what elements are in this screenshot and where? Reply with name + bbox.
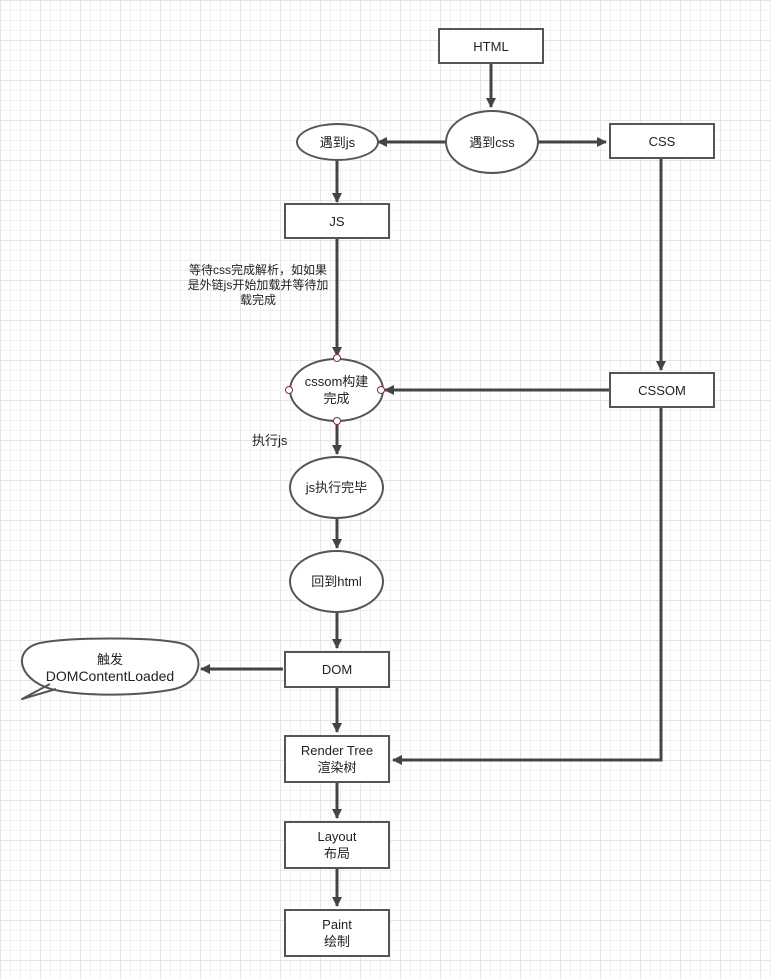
callout-line-1: 触发: [96, 652, 123, 667]
wait-note-line-3: 载完成: [239, 293, 276, 307]
node-cssom[interactable]: CSSOM: [609, 372, 715, 408]
wait-note: 等待css完成解析，如如果 是外链js开始加载并等待加 载完成: [160, 263, 356, 308]
node-js-done-label: js执行完毕: [305, 480, 368, 495]
node-layout-label-2: 布局: [323, 846, 350, 861]
node-back-html-label: 回到html: [311, 574, 362, 589]
port-bottom[interactable]: [333, 417, 341, 425]
exec-js-label: 执行js: [252, 433, 288, 448]
node-cssom-done-label-1: cssom构建: [304, 374, 369, 389]
node-html[interactable]: HTML: [438, 28, 544, 64]
wait-note-line-2: 是外链js开始加载并等待加: [187, 278, 329, 292]
node-css[interactable]: CSS: [609, 123, 715, 159]
port-left[interactable]: [285, 386, 293, 394]
callout-text: 触发 DOMContentLoaded: [30, 651, 190, 685]
node-dom[interactable]: DOM: [284, 651, 390, 688]
node-render-tree-label-2: 渲染树: [317, 760, 357, 775]
node-paint[interactable]: Paint 绘制: [284, 909, 390, 957]
node-css-label: CSS: [648, 133, 676, 149]
node-cssom-done-label-2: 完成: [323, 391, 350, 406]
node-render-tree-label-1: Render Tree: [300, 743, 374, 758]
node-render-tree[interactable]: Render Tree 渲染树: [284, 735, 390, 783]
node-cssom-label: CSSOM: [638, 382, 686, 398]
node-meet-js-label: 遇到js: [319, 134, 356, 150]
node-cssom-done[interactable]: cssom构建 完成: [289, 358, 384, 422]
node-paint-label-1: Paint: [322, 917, 352, 932]
node-js-label: JS: [329, 213, 345, 229]
node-dom-label: DOM: [321, 662, 353, 677]
node-js[interactable]: JS: [284, 203, 390, 239]
wait-note-line-1: 等待css完成解析，如如果: [188, 263, 327, 277]
callout-bubble: [21, 637, 200, 700]
node-meet-css[interactable]: 遇到css: [445, 110, 539, 174]
node-layout-label-1: Layout: [317, 829, 357, 844]
callout-line-2: DOMContentLoaded: [45, 668, 175, 684]
node-js-done[interactable]: js执行完毕: [289, 456, 384, 519]
node-layout[interactable]: Layout 布局: [284, 821, 390, 869]
edge-cssom-rendertree: [392, 408, 663, 765]
node-back-html[interactable]: 回到html: [289, 550, 384, 613]
port-top[interactable]: [333, 354, 341, 362]
node-paint-label-2: 绘制: [323, 934, 350, 949]
port-right[interactable]: [377, 386, 385, 394]
node-meet-js[interactable]: 遇到js: [296, 123, 379, 161]
node-html-label: HTML: [473, 38, 509, 54]
node-meet-css-label: 遇到css: [469, 134, 515, 150]
